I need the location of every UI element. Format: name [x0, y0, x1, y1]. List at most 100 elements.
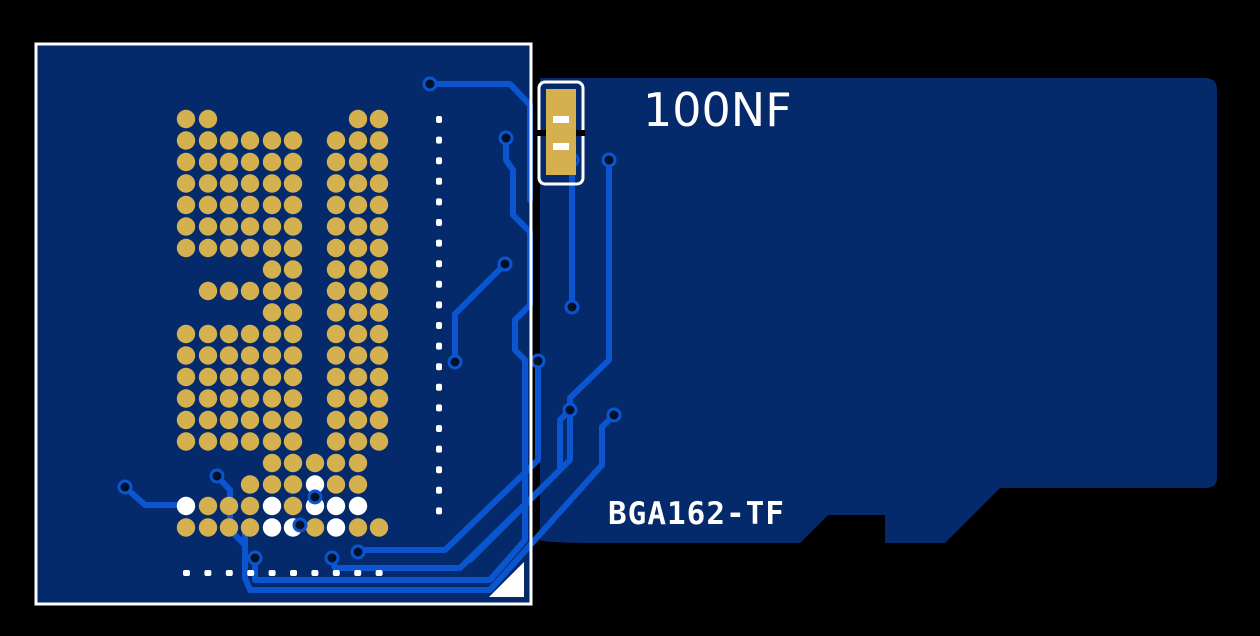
- pin-mark: [436, 383, 442, 391]
- bga-pad: [240, 174, 260, 193]
- bga-pad: [348, 346, 368, 365]
- bga-pad: [240, 410, 260, 430]
- bga-pad: [283, 152, 303, 172]
- bga-pad: [326, 367, 346, 387]
- bga-pad: [198, 174, 218, 193]
- bga-pad: [326, 346, 346, 365]
- pin-mark: [436, 219, 442, 226]
- bga-pad: [348, 131, 368, 150]
- trace: [452, 261, 508, 365]
- bga-pad: [176, 432, 196, 451]
- bga-pad: [176, 324, 196, 344]
- bga-pad: [283, 260, 303, 279]
- tf-card-outline: [540, 78, 1217, 543]
- bga-pad: [326, 152, 346, 172]
- bga-pad: [326, 453, 346, 473]
- bga-pad: [262, 346, 282, 365]
- bga-pad: [176, 367, 196, 387]
- bga-pad: [219, 346, 239, 365]
- bga-pad: [283, 367, 303, 387]
- bga-pad: [348, 496, 368, 516]
- bga-pad: [198, 131, 218, 150]
- bga-pad: [283, 131, 303, 150]
- via-hole: [565, 405, 575, 415]
- bga-pad: [262, 324, 282, 344]
- via-hole: [500, 259, 510, 269]
- bga-pad: [219, 389, 239, 408]
- pin-mark: [225, 570, 233, 576]
- bga-pad: [283, 217, 303, 236]
- bga-pad: [369, 217, 389, 236]
- bga-board-area: [36, 44, 531, 604]
- bga-pad: [176, 496, 196, 516]
- bga-pad: [240, 238, 260, 258]
- bga-pad: [240, 475, 260, 494]
- bga-pad: [326, 475, 346, 494]
- bga-pad: [176, 152, 196, 172]
- bga-pad: [240, 195, 260, 215]
- bga-pad: [348, 195, 368, 215]
- bga-pad: [369, 432, 389, 451]
- bga-pad: [262, 217, 282, 236]
- bga-pad: [305, 453, 325, 473]
- pin-mark: [436, 301, 442, 309]
- bga-pad: [198, 410, 218, 430]
- bga-pad: [198, 109, 218, 129]
- bga-pad: [240, 131, 260, 150]
- bga-pad: [240, 152, 260, 172]
- pin-mark: [436, 363, 442, 371]
- via-hole: [604, 155, 614, 165]
- bga-pad: [198, 152, 218, 172]
- bga-pad: [198, 389, 218, 408]
- bga-pad: [176, 518, 196, 537]
- bga-pad: [198, 518, 218, 537]
- bga-pad: [348, 303, 368, 322]
- bga-pad: [369, 109, 389, 129]
- capacitor-footprint: [537, 80, 585, 186]
- bga-pad: [198, 195, 218, 215]
- bga-pad: [219, 174, 239, 193]
- bga-pad: [348, 281, 368, 301]
- pin-mark: [436, 507, 442, 515]
- bga-pad: [240, 346, 260, 365]
- bga-pad: [369, 518, 389, 537]
- pin-mark: [247, 570, 255, 576]
- bga-pad: [219, 195, 239, 215]
- via-hole: [310, 492, 320, 502]
- trace: [252, 135, 533, 583]
- bga-pad: [369, 238, 389, 258]
- bga-pad: [219, 518, 239, 537]
- bga-pad: [348, 453, 368, 473]
- bga-pad: [262, 260, 282, 279]
- bga-pad: [262, 152, 282, 172]
- bga-pad: [283, 475, 303, 494]
- bga-pad: [240, 389, 260, 408]
- bga-pad: [348, 410, 368, 430]
- bga-pad: [176, 109, 196, 129]
- via-hole: [450, 357, 460, 367]
- bga-pad: [283, 389, 303, 408]
- pin-mark: [436, 486, 442, 494]
- bga-pad: [240, 324, 260, 344]
- pin1-corner-marker: [489, 562, 524, 597]
- bga-pad: [348, 367, 368, 387]
- bga-pad: [348, 475, 368, 494]
- bga-pad: [326, 410, 346, 430]
- via-hole: [501, 133, 511, 143]
- bga-pad: [219, 217, 239, 236]
- bga-pad: [348, 518, 368, 537]
- bga-pad: [348, 260, 368, 279]
- bga-pad: [219, 131, 239, 150]
- via-hole: [327, 553, 337, 563]
- bga-pad: [326, 324, 346, 344]
- bga-pad: [305, 475, 325, 494]
- bga-pad: [348, 174, 368, 193]
- pin-mark: [354, 570, 362, 576]
- bga-pad: [283, 453, 303, 473]
- bga-pad: [326, 131, 346, 150]
- bga-pad: [326, 217, 346, 236]
- pin-mark: [436, 198, 442, 206]
- pin-mark: [436, 404, 442, 412]
- bga-pad: [369, 410, 389, 430]
- bga-pad: [176, 195, 196, 215]
